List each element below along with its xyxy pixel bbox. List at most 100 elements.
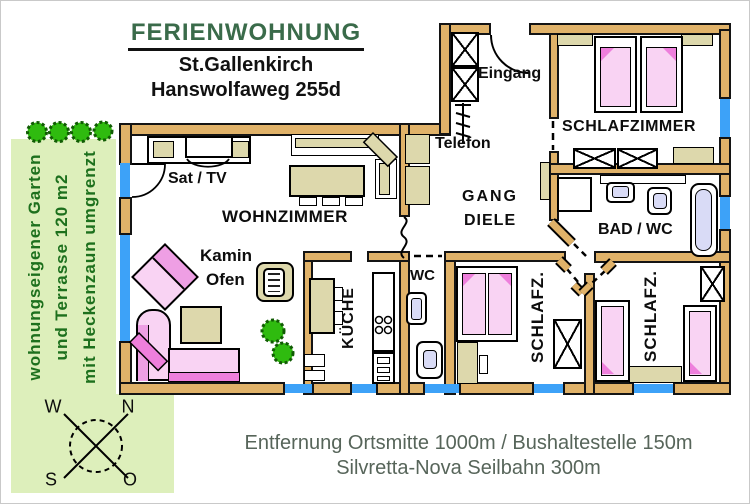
window <box>720 99 730 137</box>
sink-basin <box>612 186 629 198</box>
subtitle-street: Hanswolfaweg 255d <box>150 79 342 101</box>
window <box>352 384 376 393</box>
title-block: FERIENWOHNUNG St.Gallenkirch Hanswolfawe… <box>124 19 368 103</box>
window <box>285 384 312 393</box>
title-underline <box>128 48 364 51</box>
wall <box>719 29 731 99</box>
wall <box>563 382 634 395</box>
shower <box>557 177 592 212</box>
single-bed <box>640 36 683 113</box>
mattress <box>601 306 624 376</box>
distance-line1: Entfernung Ortsmitte 1000m / Bushalteste… <box>244 432 693 454</box>
wall <box>119 382 285 395</box>
window <box>120 163 130 197</box>
label-phone: Telefon <box>435 135 491 152</box>
bench-cushion <box>379 163 390 195</box>
tv-box <box>185 136 233 158</box>
wall <box>312 382 352 395</box>
compass-south-label: S <box>44 469 58 490</box>
garden-note-line2: und Terrasse 120 m2 <box>52 173 71 361</box>
plant-icon <box>260 318 295 365</box>
bathtub <box>690 183 718 257</box>
single-bed <box>595 300 630 382</box>
bath-door-dashes <box>573 243 589 259</box>
mattress <box>689 311 711 376</box>
toilet <box>416 341 443 379</box>
single-bed <box>594 36 637 113</box>
wall <box>119 197 132 235</box>
dining-chair <box>322 197 340 206</box>
pillow <box>463 274 475 286</box>
wardrobe <box>573 148 616 169</box>
cabinet-drawer <box>377 367 390 373</box>
compass-east-label: O <box>122 469 138 490</box>
label-bathroom: BAD / WC <box>598 221 673 238</box>
garden-panel-strip <box>11 139 116 394</box>
armchair-back <box>151 245 197 291</box>
wall <box>444 251 566 262</box>
label-entrance: Eingang <box>478 65 542 82</box>
wall <box>119 123 132 165</box>
distance-line2: Silvretta-Nova Seilbahn 300m <box>336 457 601 479</box>
label-main-bedroom: SCHLAFZIMMER <box>562 118 696 135</box>
terrace-door-arc <box>131 163 166 198</box>
window <box>425 384 459 393</box>
nightstand <box>681 34 713 46</box>
sink <box>406 292 427 325</box>
fireplace-grill <box>268 273 280 292</box>
fireplace-grate <box>263 268 285 297</box>
window <box>634 384 673 393</box>
toilet <box>647 187 672 215</box>
kitchen-table <box>309 278 335 334</box>
door-leaf <box>540 162 550 200</box>
bench-cushion <box>295 138 374 148</box>
label-hall-diele: DIELE <box>464 212 517 229</box>
sofa-armrest <box>138 325 149 381</box>
tv-sideboard <box>147 136 251 164</box>
coffee-table <box>180 306 222 344</box>
pillow <box>499 274 511 286</box>
label-sat-tv: Sat / TV <box>168 170 227 187</box>
label-wc: WC <box>410 267 435 284</box>
single-bed <box>683 305 717 382</box>
wall <box>444 251 456 395</box>
label-living-room: WOHNZIMMER <box>222 207 348 226</box>
wall <box>549 33 559 119</box>
cabinet-drawer <box>377 357 390 364</box>
label-hall-gang: GANG <box>462 188 518 205</box>
sideboard-box <box>153 141 174 158</box>
kitchen-cabinet <box>372 352 395 384</box>
phone-cabinet <box>405 134 430 164</box>
wall <box>459 382 534 395</box>
wall <box>439 23 451 135</box>
dining-table <box>289 165 365 197</box>
label-bedroom-small-1: SCHLAFZ. <box>528 270 547 364</box>
label-ofen: Ofen <box>206 270 245 289</box>
kitchen-chair <box>334 311 343 325</box>
window <box>120 235 130 341</box>
sink-basin <box>411 298 422 320</box>
garden-panel-block <box>11 394 174 493</box>
nightstand <box>457 342 478 384</box>
sink <box>606 182 635 203</box>
label-kamin: Kamin <box>200 246 252 265</box>
wall <box>367 251 410 262</box>
vanity-counter <box>600 175 686 184</box>
hall-cabinet <box>405 166 430 205</box>
cabinet-drawer <box>377 376 390 381</box>
wardrobe <box>700 266 725 302</box>
wardrobe <box>451 67 479 102</box>
sofa-vertical <box>136 309 171 381</box>
nightstand <box>557 34 593 46</box>
dining-bench-right <box>375 159 397 199</box>
pillow <box>601 48 614 61</box>
page-title: FERIENWOHNUNG <box>130 19 362 46</box>
dining-bench-top <box>291 134 379 156</box>
bedroom1-door-dashes <box>566 268 579 283</box>
pillow <box>663 48 676 61</box>
wardrobe <box>617 148 658 169</box>
wall <box>303 251 352 262</box>
sofa-front-edge <box>168 372 240 382</box>
pillow <box>602 362 614 374</box>
